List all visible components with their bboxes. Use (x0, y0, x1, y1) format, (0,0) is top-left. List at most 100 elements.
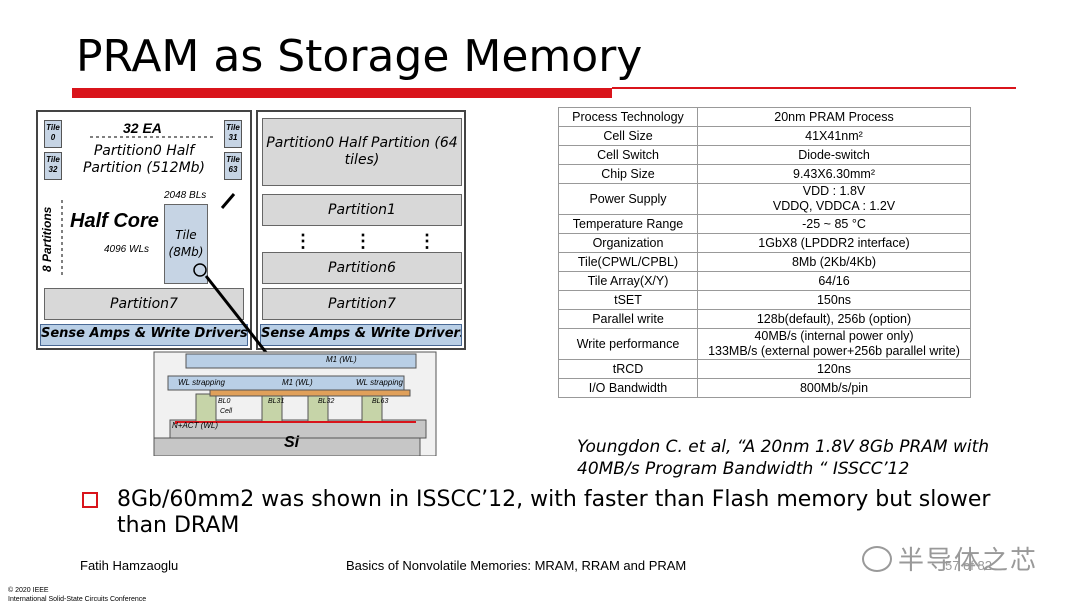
partition7-left: Partition7 (44, 288, 244, 320)
param-cell: I/O Bandwidth (558, 378, 698, 398)
ellipsis-right: ⋮ (418, 231, 436, 251)
value-line: VDD : 1.8V (802, 184, 866, 198)
table-row: Organization 1GbX8 (LPDDR2 interface) (558, 233, 971, 253)
half-core-label: Half Core (70, 210, 159, 232)
value-line: 1GbX8 (LPDDR2 interface) (758, 235, 910, 250)
pram-architecture-diagram: Tile 0 Tile 32 Tile 31 Tile 63 32 EA Par… (36, 110, 468, 456)
bl32-label: BL32 (318, 398, 335, 405)
value-line: 64/16 (818, 273, 850, 288)
value-line: Diode-switch (798, 147, 870, 162)
table-row: I/O Bandwidth 800Mb/s/pin (558, 378, 971, 398)
value-cell: 20nm PRAM Process (697, 107, 971, 127)
tile-32: Tile 32 (44, 152, 62, 180)
param-cell: Temperature Range (558, 214, 698, 234)
value-line: 800Mb/s/pin (799, 380, 869, 395)
value-line: 150ns (816, 292, 852, 307)
m1-top-label: M1 (WL) (326, 355, 357, 364)
wls-label: 4096 WLs (104, 244, 150, 255)
value-cell: 150ns (697, 290, 971, 310)
footer-author: Fatih Hamzaoglu (80, 558, 179, 573)
value-cell: 120ns (697, 359, 971, 379)
copyright-line2: International Solid-State Circuits Confe… (8, 596, 147, 603)
value-line: 120ns (816, 361, 852, 376)
tile-8mb-block: Tile (8Mb) (164, 204, 208, 284)
value-line: 8Mb (2Kb/4Kb) (791, 254, 877, 269)
watermark: 半导体之芯 (862, 540, 1038, 577)
sense-amps-right: Sense Amps & Write Drivers (260, 324, 462, 346)
table-row: Chip Size 9.43X6.30mm² (558, 164, 971, 184)
param-cell: Cell Switch (558, 145, 698, 165)
watermark-text: 半导体之芯 (898, 546, 1039, 576)
table-row: Cell Switch Diode-switch (558, 145, 971, 165)
half-partition-left: Partition0 Half Partition (512Mb) (82, 143, 206, 176)
cell-label: Cell (220, 408, 233, 415)
value-cell: 40MB/s (internal power only)133MB/s (ext… (697, 328, 971, 360)
value-line-2: VDDQ, VDDCA : 1.2V (772, 199, 896, 213)
value-line: 20nm PRAM Process (774, 109, 894, 124)
value-cell: 128b(default), 256b (option) (697, 309, 971, 329)
footer-title: Basics of Nonvolatile Memories: MRAM, RR… (346, 558, 687, 573)
wl-strapping-left-label: WL strapping (178, 378, 225, 387)
bls-label: 2048 BLs (164, 190, 207, 201)
value-cell: 41X41nm² (697, 126, 971, 146)
param-cell: Cell Size (558, 126, 698, 146)
value-cell: -25 ~ 85 °C (697, 214, 971, 234)
zoom-circle-icon (193, 263, 207, 277)
sense-amps-left: Sense Amps & Write Drivers (40, 324, 248, 346)
diagram-graphics (61, 136, 437, 456)
zoom-arrow-icon (204, 275, 274, 361)
bullet-text: 8Gb/60mm2 was shown in ISSCC’12, with fa… (117, 487, 991, 538)
param-cell: Organization (558, 233, 698, 253)
nact-label: N+ACT (WL) (172, 421, 218, 430)
param-cell: Power Supply (558, 183, 698, 215)
value-line: 40MB/s (internal power only) (754, 329, 914, 343)
table-row: Temperature Range -25 ~ 85 °C (558, 214, 971, 234)
slide-title: PRAM as Storage Memory (76, 31, 643, 82)
value-line: 41X41nm² (805, 128, 863, 143)
partition1: Partition1 (262, 194, 462, 226)
tile-63: Tile 63 (224, 152, 242, 180)
value-cell: 1GbX8 (LPDDR2 interface) (697, 233, 971, 253)
wechat-icon (862, 545, 892, 572)
bl31-label: BL31 (268, 398, 285, 405)
m1-mid-label: M1 (WL) (282, 378, 313, 387)
param-cell: Tile Array(X/Y) (558, 271, 698, 291)
pointer-arrow-icon (220, 193, 236, 209)
wl-strapping-right-label: WL strapping (356, 378, 403, 387)
param-cell: Process Technology (558, 107, 698, 127)
partition7-right: Partition7 (262, 288, 462, 320)
value-cell: 800Mb/s/pin (697, 378, 971, 398)
value-cell: Diode-switch (697, 145, 971, 165)
page-number: 57 of 82 (945, 558, 992, 573)
bl0-label: BL0 (218, 398, 231, 405)
ea-label: 32 EA (123, 120, 162, 136)
table-row: Tile(CPWL/CPBL) 8Mb (2Kb/4Kb) (558, 252, 971, 272)
ellipsis-left: ⋮ (294, 231, 312, 251)
table-row: Tile Array(X/Y) 64/16 (558, 271, 971, 291)
table-row: Cell Size 41X41nm² (558, 126, 971, 146)
value-cell: 64/16 (697, 271, 971, 291)
ellipsis-mid: ⋮ (354, 231, 372, 251)
half-partition-panel: Partition0 Half Partition (64 tiles) Par… (256, 110, 466, 350)
si-label: Si (284, 434, 300, 451)
copyright-line1: © 2020 IEEE (8, 587, 49, 594)
citation: Youngdon C. et al, “A 20nm 1.8V 8Gb PRAM… (577, 437, 990, 479)
param-cell: Tile(CPWL/CPBL) (558, 252, 698, 272)
bullet-square-icon (82, 492, 98, 508)
title-accent-bar (72, 88, 612, 98)
copyright: © 2020 IEEE International Solid-State Ci… (8, 586, 146, 604)
tile-0: Tile 0 (44, 120, 62, 148)
partition6: Partition6 (262, 252, 462, 284)
value-line: -25 ~ 85 °C (802, 216, 866, 231)
param-cell: Chip Size (558, 164, 698, 184)
value-line: 9.43X6.30mm² (793, 166, 875, 181)
cell-cross-section (153, 351, 437, 456)
half-partition-right: Partition0 Half Partition (64 tiles) (262, 118, 462, 186)
